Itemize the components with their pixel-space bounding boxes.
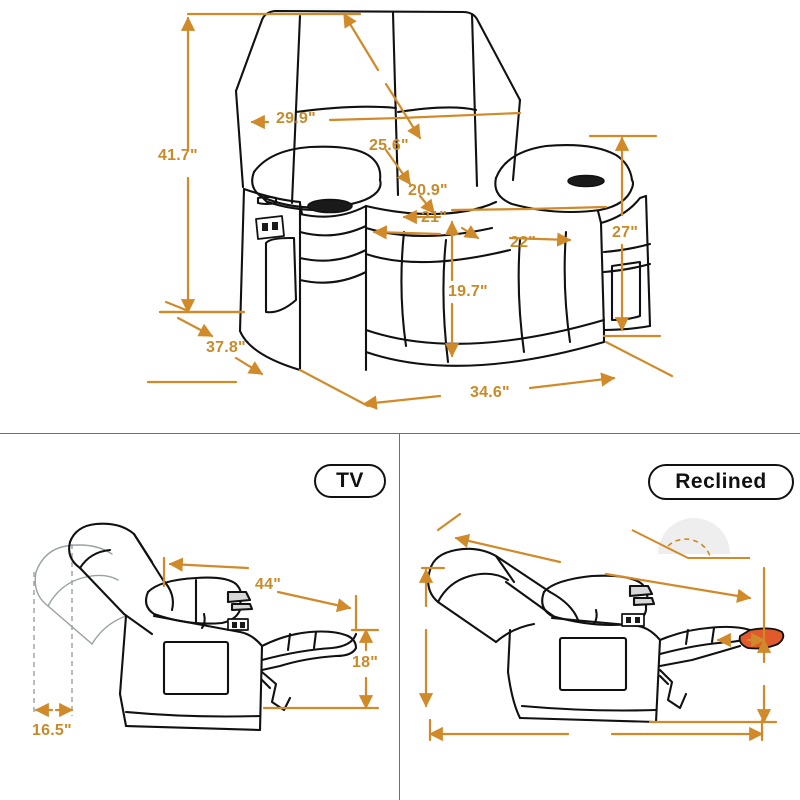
dimension-lines-reclined bbox=[418, 512, 778, 742]
dim-tv-wall-clearance: 16.5" bbox=[32, 722, 72, 739]
chair-outline-upright bbox=[234, 9, 652, 372]
power-outlet-panel-reclined-icon bbox=[621, 613, 645, 627]
badge-tv-position: TV bbox=[314, 464, 386, 498]
dim-seat-back-width: 20.9" bbox=[408, 182, 448, 199]
main-view-drawing bbox=[146, 9, 674, 410]
dim-tv-footrest-height: 18" bbox=[352, 654, 378, 671]
panel-tv-position-view: TV 44" 18" 16.5" bbox=[0, 434, 398, 800]
power-outlet-panel-tv-icon bbox=[227, 618, 249, 631]
power-outlet-panel-icon bbox=[255, 215, 285, 240]
dim-overall-width: 34.6" bbox=[470, 384, 510, 401]
reclined-view-drawing bbox=[418, 512, 785, 742]
badge-reclined-position: Reclined bbox=[648, 464, 794, 500]
dim-overall-depth: 37.8" bbox=[206, 339, 246, 356]
ghost-reference-lines bbox=[33, 544, 73, 716]
dim-overall-height: 41.7" bbox=[158, 147, 198, 164]
panel-reclined-position-view: Reclined 140° 70.6" 33.9" 3.5" 20.5" 67.… bbox=[400, 434, 800, 800]
panel-divider-horizontal bbox=[0, 433, 800, 434]
recline-angle-indicator bbox=[631, 518, 750, 559]
dim-seat-height: 19.7" bbox=[448, 283, 488, 300]
dim-backrest-height: 25.6" bbox=[369, 137, 409, 154]
tv-view-drawing bbox=[33, 522, 380, 732]
footrest-tip-highlight bbox=[738, 627, 785, 650]
ghost-outline-reclined bbox=[34, 544, 127, 645]
dim-seat-width: 21" bbox=[421, 209, 447, 226]
dimension-lines-main bbox=[146, 12, 674, 410]
cupholder-left-icon bbox=[307, 198, 353, 214]
chair-outline-tv bbox=[68, 522, 358, 732]
cupholder-right-icon bbox=[567, 174, 605, 188]
dim-tv-length: 44" bbox=[255, 576, 281, 593]
dim-seat-depth: 22" bbox=[510, 234, 536, 251]
panel-main-perspective-view: 41.7" 29.9" 25.6" 20.9" 21" 22" 19.7" 27… bbox=[146, 9, 674, 410]
dim-backrest-width: 29.9" bbox=[276, 110, 316, 127]
dim-armrest-height: 27" bbox=[612, 224, 638, 241]
dimension-lines-tv bbox=[34, 556, 380, 718]
panel-divider-vertical bbox=[399, 434, 400, 800]
